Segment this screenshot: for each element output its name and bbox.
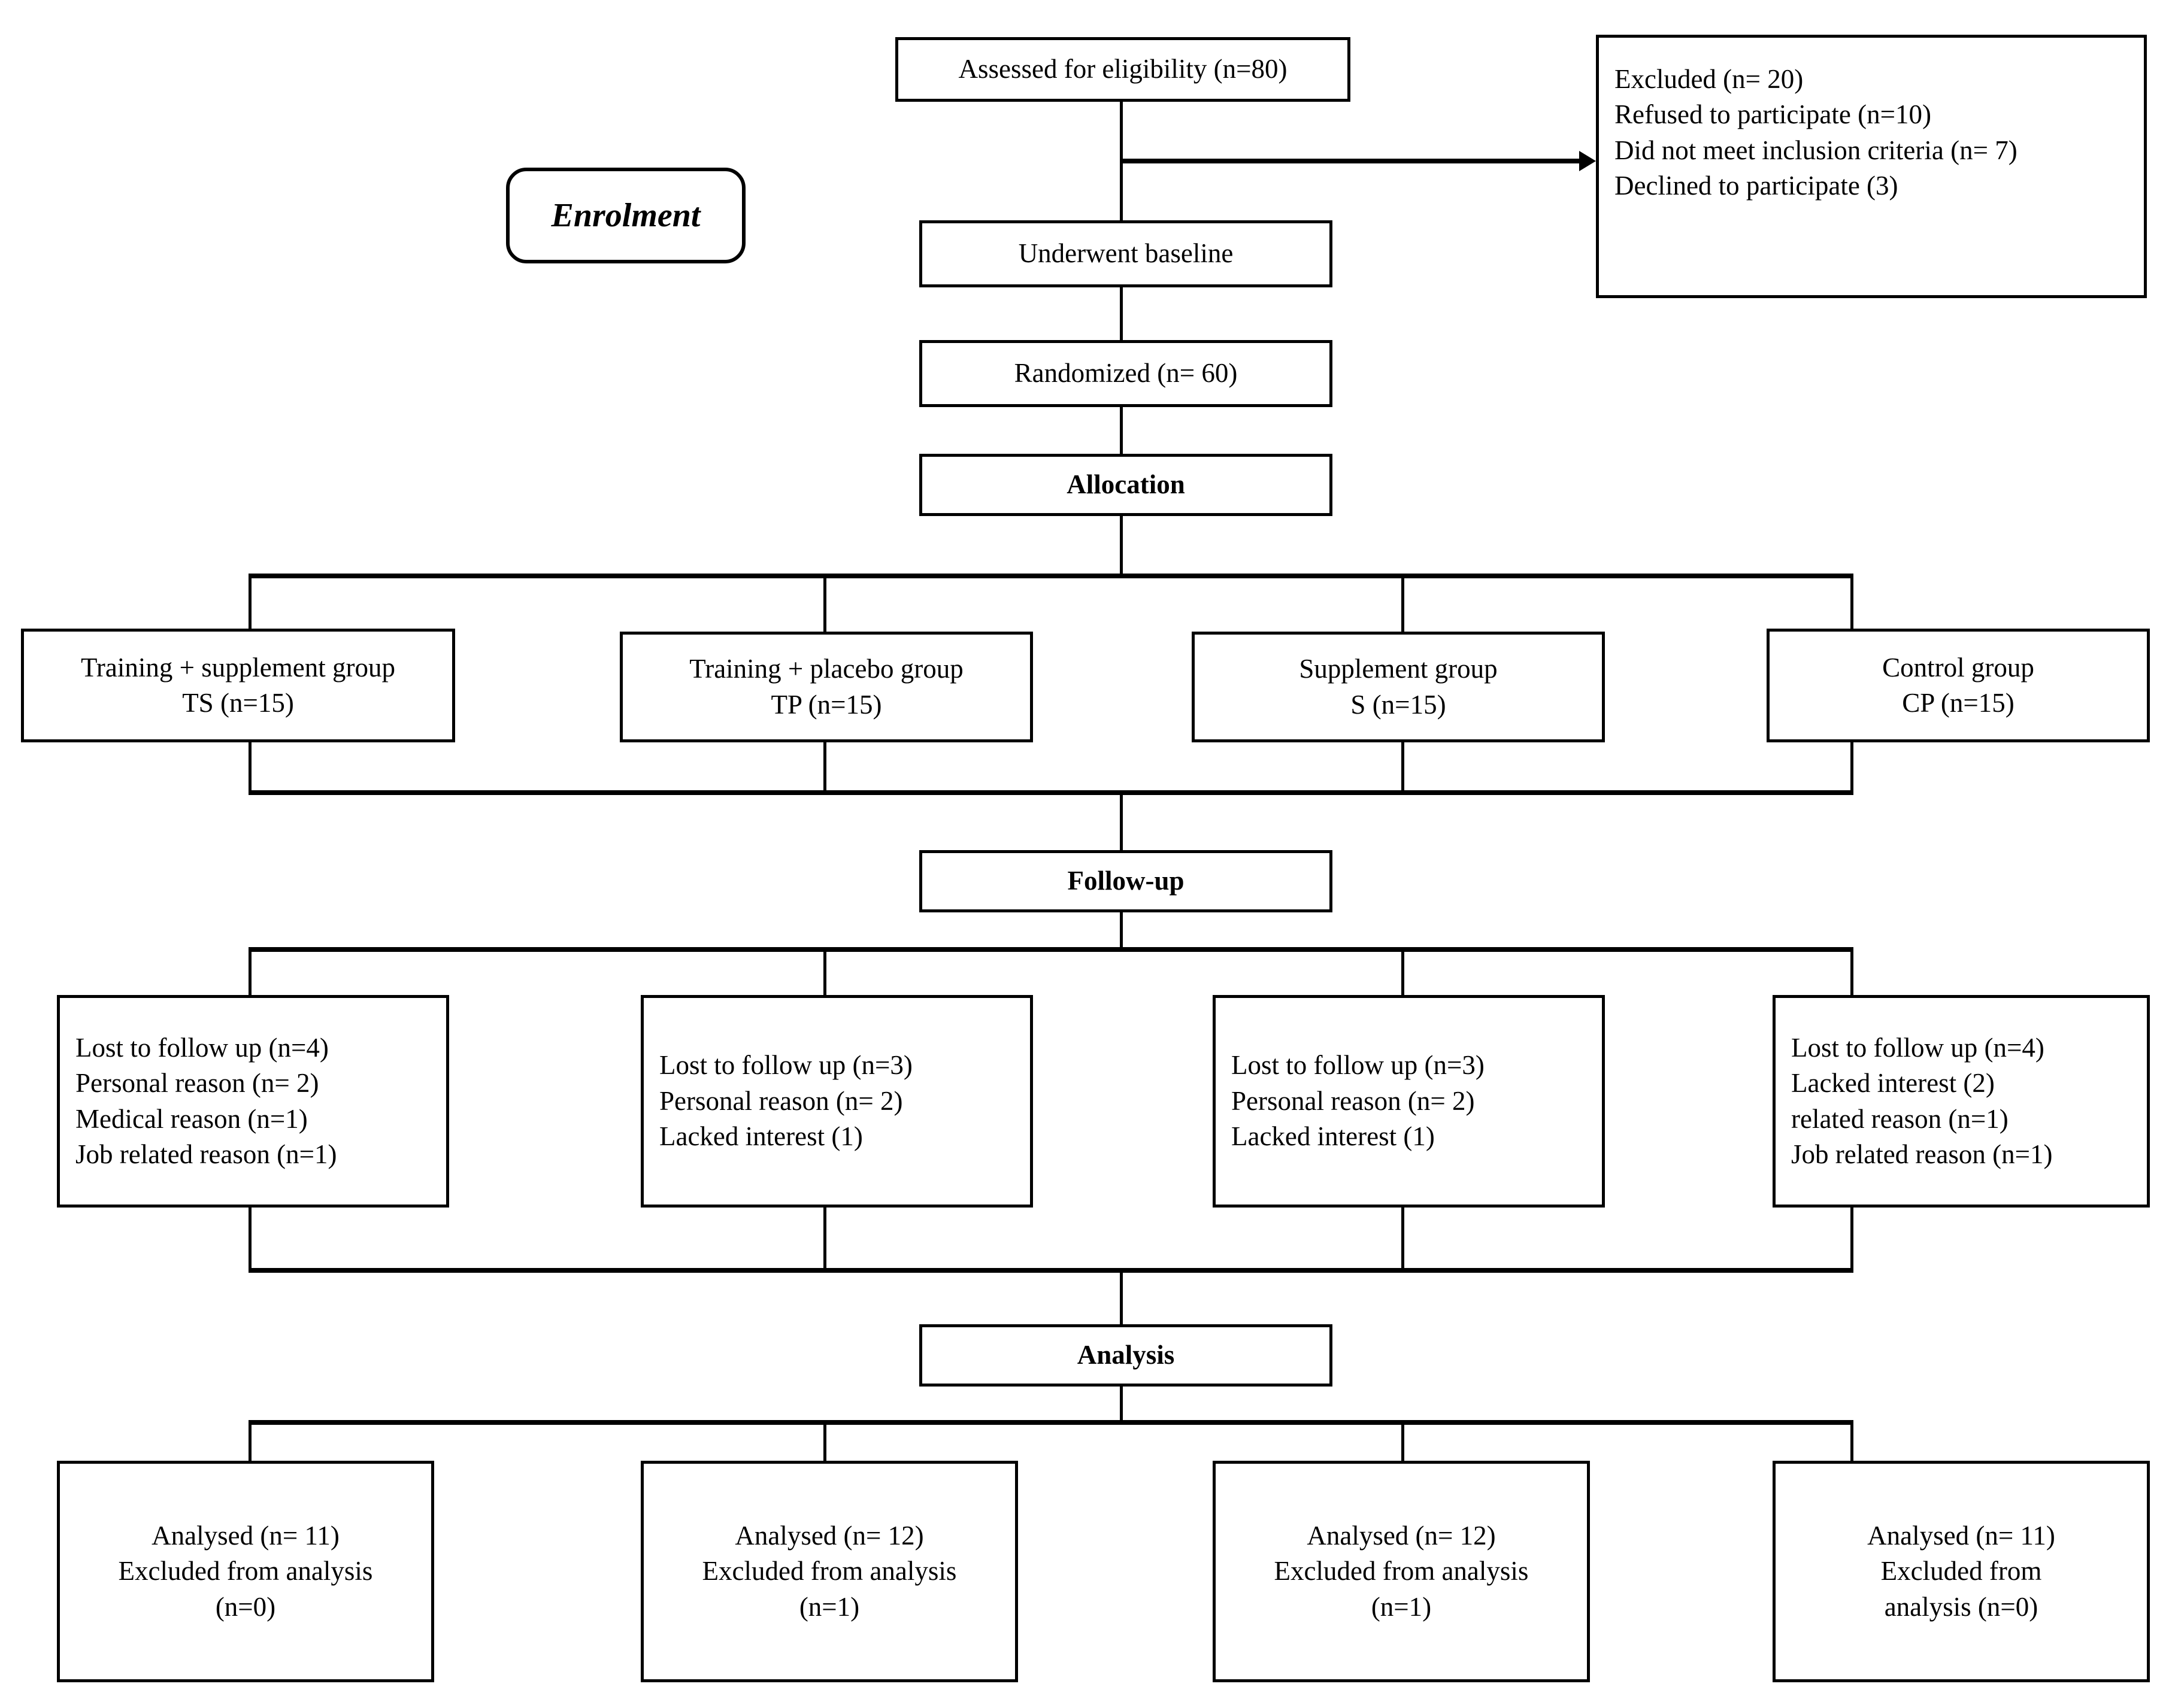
branch-drop-followup-3 [1401, 947, 1404, 1006]
followup-group-3-line-2: Personal reason (n= 2) [1231, 1085, 1475, 1116]
excluded-line-1: Excluded (n= 20) [1614, 64, 1804, 94]
arrowhead-to-excluded [1579, 151, 1596, 171]
merge-bar-followup [249, 790, 1853, 795]
followup-group-1-line-1: Lost to follow up (n=4) [75, 1032, 329, 1063]
branch-bar-analysis [249, 1420, 1853, 1425]
merge-rise-allocation-3 [1401, 742, 1404, 793]
allocation-group-2-name: Training + placebo group [689, 654, 964, 684]
merge-rise-followup-2 [823, 1208, 826, 1270]
excluded-line-2: Refused to participate (n=10) [1614, 99, 1931, 130]
assessed-text: Assessed for eligibility (n=80) [958, 54, 1288, 84]
baseline-text: Underwent baseline [1018, 238, 1234, 269]
analysis-group-4-line-1: Analysed (n= 11) [1867, 1520, 2055, 1551]
followup-group-4-line-4: Job related reason (n=1) [1791, 1139, 2053, 1169]
analysis-group-1-line-2: Excluded from analysis [118, 1556, 373, 1586]
stage-label-enrolment-text: Enrolment [551, 197, 701, 234]
stage-label-followup-text: Follow-up [1067, 866, 1185, 896]
branch-drop-allocation-1 [249, 574, 252, 632]
allocation-group-3-name: Supplement group [1299, 654, 1498, 684]
box-analysis-group-2: Analysed (n= 12) Excluded from analysis … [641, 1461, 1018, 1682]
connector-arrow-to-excluded [1120, 159, 1579, 163]
followup-group-4-line-2: Lacked interest (2) [1791, 1068, 1995, 1099]
box-analysis-group-3: Analysed (n= 12) Excluded from analysis … [1213, 1461, 1590, 1682]
connector-merge-to-followup [1120, 790, 1123, 853]
stage-label-analysis-text: Analysis [1077, 1340, 1175, 1370]
box-followup-group-4: Lost to follow up (n=4) Lacked interest … [1773, 995, 2150, 1208]
merge-bar-analysis [249, 1268, 1853, 1273]
branch-drop-analysis-3 [1401, 1420, 1404, 1467]
excluded-line-3: Did not meet inclusion criteria (n= 7) [1614, 135, 2017, 165]
box-followup-group-2: Lost to follow up (n=3) Personal reason … [641, 995, 1033, 1208]
stage-label-allocation-text: Allocation [1067, 469, 1185, 500]
followup-group-2-line-2: Personal reason (n= 2) [659, 1085, 903, 1116]
followup-group-4-line-1: Lost to follow up (n=4) [1791, 1032, 2044, 1063]
followup-group-3-line-3: Lacked interest (1) [1231, 1121, 1435, 1152]
followup-group-4-line-3: related reason (n=1) [1791, 1103, 2009, 1134]
branch-drop-analysis-2 [823, 1420, 826, 1467]
box-followup-group-3: Lost to follow up (n=3) Personal reason … [1213, 995, 1605, 1208]
analysis-group-4-line-3: analysis (n=0) [1884, 1591, 2038, 1622]
allocation-group-2-code: TP (n=15) [771, 689, 882, 720]
allocation-group-1-name: Training + supplement group [81, 652, 395, 682]
allocation-group-4-name: Control group [1882, 652, 2034, 682]
box-analysis-group-1: Analysed (n= 11) Excluded from analysis … [57, 1461, 434, 1682]
stage-label-analysis: Analysis [919, 1324, 1332, 1387]
branch-drop-analysis-4 [1850, 1420, 1853, 1467]
branch-drop-allocation-3 [1401, 574, 1404, 632]
box-allocation-group-1: Training + supplement group TS (n=15) [21, 629, 455, 742]
connector-baseline-to-randomized [1120, 287, 1123, 341]
analysis-group-1-line-3: (n=0) [215, 1591, 276, 1622]
box-randomized: Randomized (n= 60) [919, 340, 1332, 407]
analysis-group-3-line-2: Excluded from analysis [1274, 1556, 1529, 1586]
box-underwent-baseline: Underwent baseline [919, 220, 1332, 287]
allocation-group-4-code: CP (n=15) [1902, 688, 2014, 718]
stage-label-followup: Follow-up [919, 850, 1332, 912]
analysis-group-2-line-2: Excluded from analysis [702, 1556, 957, 1586]
connector-merge-to-analysis [1120, 1268, 1123, 1328]
box-analysis-group-4: Analysed (n= 11) Excluded from analysis … [1773, 1461, 2150, 1682]
followup-group-3-line-1: Lost to follow up (n=3) [1231, 1050, 1485, 1081]
merge-rise-allocation-1 [249, 742, 252, 793]
merge-rise-followup-4 [1850, 1208, 1853, 1270]
branch-bar-allocation [249, 574, 1853, 578]
box-followup-group-1: Lost to follow up (n=4) Personal reason … [57, 995, 449, 1208]
excluded-line-4: Declined to participate (3) [1614, 171, 1898, 201]
allocation-group-3-code: S (n=15) [1350, 689, 1446, 720]
analysis-group-2-line-1: Analysed (n= 12) [735, 1520, 924, 1551]
box-assessed-for-eligibility: Assessed for eligibility (n=80) [895, 37, 1350, 102]
branch-drop-allocation-4 [1850, 574, 1853, 632]
branch-drop-analysis-1 [249, 1420, 252, 1467]
analysis-group-2-line-3: (n=1) [799, 1591, 860, 1622]
branch-bar-followup [249, 947, 1853, 952]
connector-allocation-down [1120, 516, 1123, 576]
connector-analysis-down [1120, 1387, 1123, 1422]
followup-group-1-line-4: Job related reason (n=1) [75, 1139, 337, 1169]
followup-group-2-line-3: Lacked interest (1) [659, 1121, 863, 1152]
analysis-group-3-line-3: (n=1) [1371, 1591, 1432, 1622]
connector-followup-down [1120, 912, 1123, 949]
stage-label-enrolment: Enrolment [506, 168, 746, 263]
branch-drop-followup-1 [249, 947, 252, 1006]
branch-drop-allocation-2 [823, 574, 826, 632]
box-allocation-group-2: Training + placebo group TP (n=15) [620, 632, 1033, 742]
analysis-group-4-line-2: Excluded from [1880, 1556, 2042, 1586]
followup-group-2-line-1: Lost to follow up (n=3) [659, 1050, 913, 1081]
merge-rise-allocation-2 [823, 742, 826, 793]
randomized-text: Randomized (n= 60) [1014, 358, 1238, 389]
merge-rise-followup-1 [249, 1208, 252, 1270]
stage-label-allocation: Allocation [919, 454, 1332, 516]
allocation-group-1-code: TS (n=15) [182, 688, 294, 718]
branch-drop-followup-2 [823, 947, 826, 1006]
box-excluded: Excluded (n= 20) Refused to participate … [1596, 35, 2147, 298]
merge-rise-followup-3 [1401, 1208, 1404, 1270]
box-allocation-group-4: Control group CP (n=15) [1767, 629, 2150, 742]
followup-group-1-line-2: Personal reason (n= 2) [75, 1068, 319, 1099]
connector-randomized-to-allocation [1120, 407, 1123, 455]
analysis-group-1-line-1: Analysed (n= 11) [152, 1520, 340, 1551]
merge-rise-allocation-4 [1850, 742, 1853, 793]
followup-group-1-line-3: Medical reason (n=1) [75, 1103, 308, 1134]
analysis-group-3-line-1: Analysed (n= 12) [1307, 1520, 1496, 1551]
box-allocation-group-3: Supplement group S (n=15) [1192, 632, 1605, 742]
branch-drop-followup-4 [1850, 947, 1853, 1006]
